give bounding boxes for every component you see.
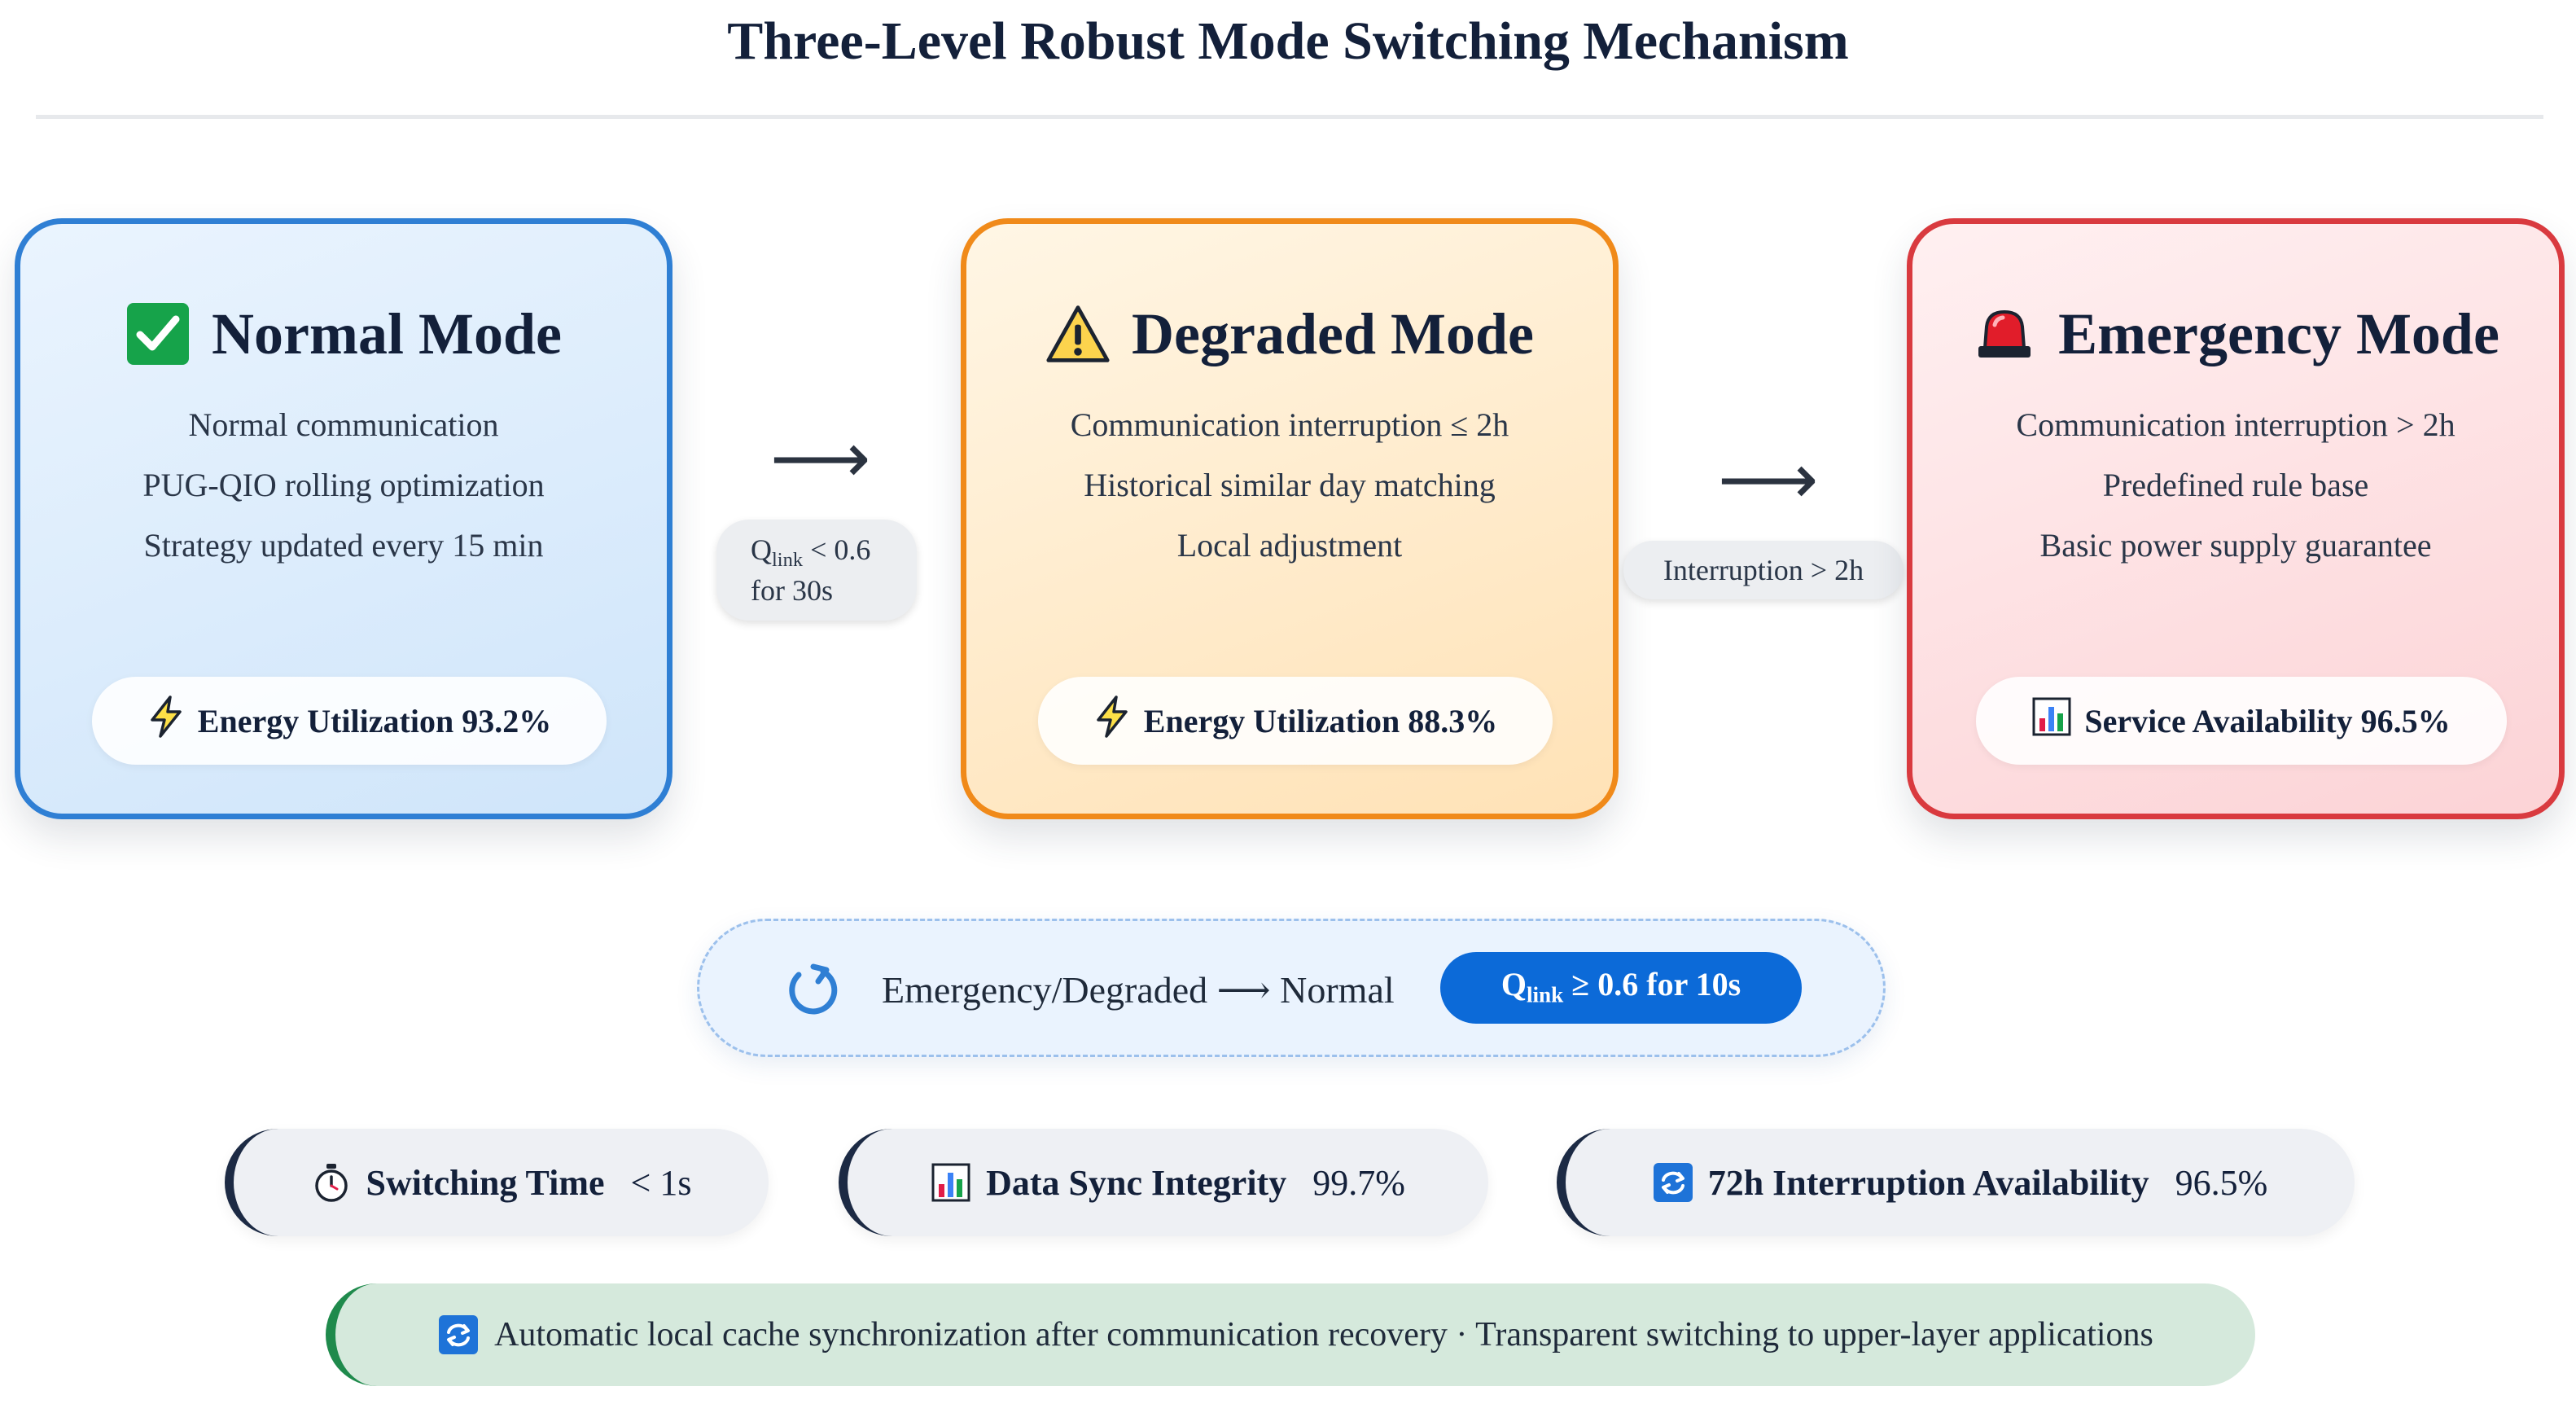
page-title: Three-Level Robust Mode Switching Mechan… <box>727 11 1849 71</box>
sync-info-banner: Automatic local cache synchronization af… <box>326 1283 2255 1386</box>
q-symbol: Q <box>1500 966 1527 1003</box>
normal-mode-line: Strategy updated every 15 min <box>143 527 544 564</box>
refresh-arrow-icon <box>781 957 846 1022</box>
normal-mode-card: Normal Mode Normal communication PUG-QIO… <box>15 218 672 819</box>
q-subscript: link <box>1526 982 1564 1007</box>
stat-value: 99.7% <box>1312 1162 1405 1203</box>
normal-mode-title: Normal Mode <box>212 301 562 366</box>
recovery-rule-panel: Emergency/Degraded ⟶ Normal Qlink ≥ 0.6 … <box>697 919 1886 1057</box>
title-divider <box>36 115 2543 119</box>
q-subscript: link <box>772 548 804 571</box>
banner-text: Automatic local cache synchronization af… <box>494 1316 2153 1354</box>
degraded-mode-line: Historical similar day matching <box>1084 467 1496 503</box>
recovery-text: Emergency/Degraded ⟶ Normal <box>882 969 1395 1011</box>
stat-label: Data Sync Integrity <box>986 1162 1287 1203</box>
condition-duration: for 30s <box>751 574 833 607</box>
transition-arrow: ⟶ <box>1718 439 1819 520</box>
check-mark-icon <box>125 301 191 366</box>
stat-interruption-availability: 72h Interruption Availability 96.5% <box>1557 1129 2355 1236</box>
metric-text: Energy Utilization 93.2% <box>197 702 552 739</box>
q-symbol: Q <box>751 533 772 566</box>
emergency-mode-line: Communication interruption > 2h <box>2016 406 2456 443</box>
emergency-mode-card: Emergency Mode Communication interruptio… <box>1907 218 2565 819</box>
condition-text: < 0.6 <box>803 533 871 566</box>
metric-text: Energy Utilization 88.3% <box>1143 702 1498 739</box>
normal-mode-line: PUG-QIO rolling optimization <box>142 467 545 503</box>
degraded-mode-line: Local adjustment <box>1176 527 1403 564</box>
emergency-mode-metric: Service Availability 96.5% <box>1976 677 2507 765</box>
transition-condition-degrade: Qlink < 0.6 for 30s <box>716 520 917 621</box>
emergency-mode-line: Predefined rule base <box>2102 467 2369 503</box>
emergency-mode-title: Emergency Mode <box>2058 301 2499 366</box>
normal-mode-metric: Energy Utilization 93.2% <box>92 677 607 765</box>
metric-text: Service Availability 96.5% <box>2084 702 2451 739</box>
stat-data-sync-integrity: Data Sync Integrity 99.7% <box>839 1129 1488 1236</box>
badge-text: ≥ 0.6 for 10s <box>1563 966 1741 1003</box>
stat-value: < 1s <box>630 1162 692 1203</box>
lightning-icon <box>1093 695 1131 746</box>
stat-value: 96.5% <box>2175 1162 2268 1203</box>
lightning-icon <box>147 695 185 746</box>
transition-arrow: ⟶ <box>770 418 871 499</box>
stopwatch-icon <box>311 1162 352 1203</box>
stat-switching-time: Switching Time < 1s <box>225 1129 769 1236</box>
degraded-mode-title: Degraded Mode <box>1132 301 1534 366</box>
warning-icon <box>1045 301 1111 366</box>
repeat-icon <box>1653 1162 1693 1203</box>
recovery-condition-badge: Qlink ≥ 0.6 for 10s <box>1440 952 1802 1024</box>
repeat-icon <box>437 1314 480 1356</box>
transition-condition-emergency: Interruption > 2h <box>1623 541 1904 599</box>
stat-label: 72h Interruption Availability <box>1707 1162 2149 1203</box>
bar-chart-icon <box>2032 697 2071 744</box>
degraded-mode-metric: Energy Utilization 88.3% <box>1038 677 1553 765</box>
degraded-mode-card: Degraded Mode Communication interruption… <box>961 218 1619 819</box>
siren-icon <box>1972 301 2037 366</box>
emergency-mode-line: Basic power supply guarantee <box>2039 527 2432 564</box>
stat-label: Switching Time <box>366 1162 605 1203</box>
bar-chart-icon <box>931 1162 971 1203</box>
degraded-mode-line: Communication interruption ≤ 2h <box>1070 406 1509 443</box>
normal-mode-line: Normal communication <box>188 406 499 443</box>
